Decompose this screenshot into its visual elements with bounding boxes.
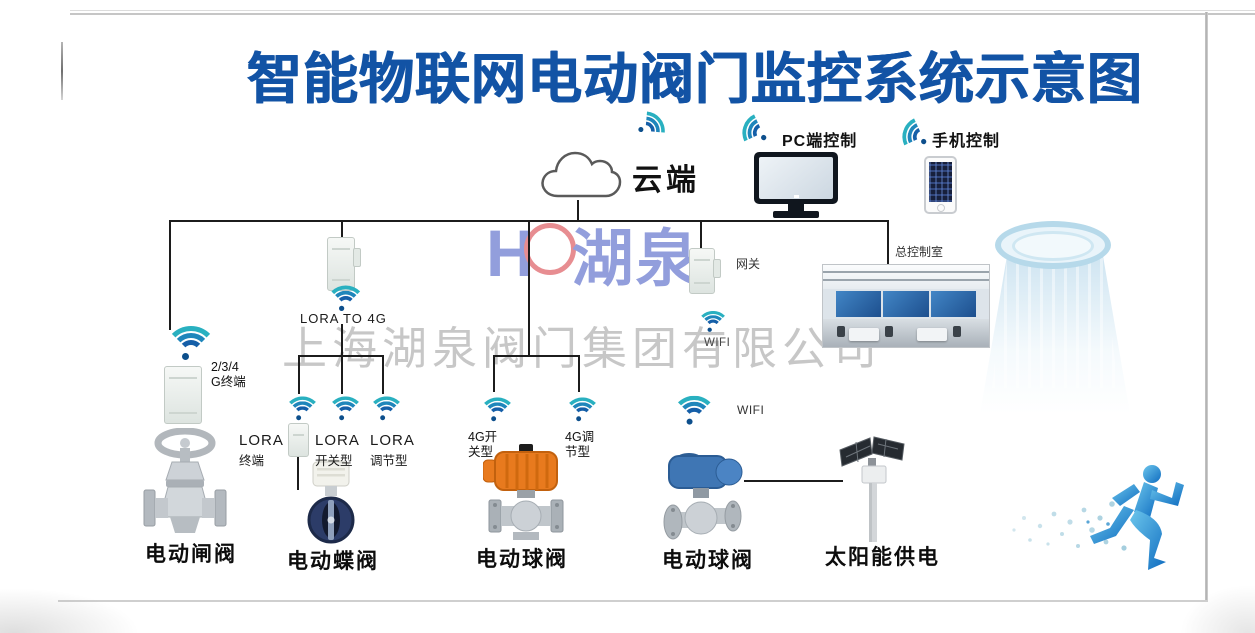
wifi-icon-lora-to-4g — [325, 285, 366, 313]
ball-valve-a-image — [483, 444, 564, 540]
gate-valve-label: 电动闸阀 — [145, 543, 237, 566]
scan-artifact-top-line — [70, 10, 1255, 11]
wifi-lower-label: WIFI — [737, 403, 765, 417]
g4-branch-line — [493, 355, 580, 357]
g4-switch-line2: 关型 — [468, 445, 494, 460]
g4-regulator-label: 4G调 节型 — [565, 430, 594, 461]
lora-terminal-label: LORA 终端 — [239, 431, 284, 470]
wifi-icon-lower — [671, 395, 718, 427]
terminal-234g-device — [164, 366, 202, 424]
swirl-ring-inner-decoration — [1012, 231, 1094, 261]
lora-regulator-line2: 调节型 — [370, 453, 408, 468]
ball-valve-b-image — [663, 453, 743, 540]
scan-artifact-left-tick — [61, 42, 63, 100]
wifi-icon-lora-switch — [326, 396, 365, 421]
lora-drop-line — [341, 220, 343, 240]
wifi-icon-phone — [896, 110, 949, 163]
lora-branch-drop3 — [382, 356, 384, 394]
left-drop-line — [169, 220, 171, 330]
cloud-icon — [541, 151, 622, 198]
cloud-label: 云端 — [632, 164, 700, 197]
ball-valve-a-label: 电动球阀 — [476, 548, 568, 571]
lora-to-4g-device — [327, 237, 361, 291]
solar-label: 太阳能供电 — [825, 546, 940, 569]
swirl-cone-decoration — [980, 256, 1130, 414]
lora-branch-drop2 — [341, 356, 343, 394]
solar-link-line — [744, 480, 843, 482]
wifi-icon-gateway — [696, 310, 730, 333]
scan-artifact-right-edge — [1205, 12, 1208, 602]
scan-artifact-bottom-edge — [58, 600, 1208, 602]
wifi-icon-4g-switch — [478, 397, 517, 422]
control-room-drop-line — [887, 220, 889, 266]
control-room-photo — [822, 264, 990, 348]
scan-artifact-top-line2 — [70, 13, 1255, 15]
lora-branch-drop1 — [298, 356, 300, 394]
lora-terminal-device — [288, 423, 309, 457]
logo-cn: 湖泉 — [571, 225, 700, 294]
butterfly-valve-label: 电动蝶阀 — [287, 550, 379, 573]
wifi-icon-lora-regulator — [367, 396, 406, 421]
cloud-stem-line — [577, 200, 579, 221]
terminal-234g-label: 2/3/4 G终端 — [211, 360, 246, 391]
g4-stem-line — [528, 220, 530, 356]
phone-label: 手机控制 — [932, 133, 1001, 150]
g4-branch-drop2 — [578, 356, 580, 392]
lora-terminal-line1: LORA — [239, 432, 284, 449]
diagram-title: 智能物联网电动阀门监控系统示意图 — [246, 48, 1143, 110]
logo-ring-icon — [523, 223, 576, 275]
gateway-device — [689, 248, 721, 294]
lora-to-4g-label: LORA TO 4G — [300, 311, 387, 326]
swirl-streaks-decoration — [992, 258, 1118, 388]
lora-stem-line — [341, 324, 343, 356]
g4-branch-drop1 — [493, 356, 495, 392]
gateway-drop-line — [700, 220, 702, 250]
lora-terminal-line2: 终端 — [239, 453, 265, 468]
phone-icon — [924, 156, 957, 214]
g4-regulator-line1: 4G调 — [565, 430, 595, 444]
solar-panel-image — [839, 436, 905, 542]
lora-switch-line1: LORA — [315, 432, 360, 449]
wifi-icon-4g-regulator — [563, 397, 602, 422]
ball-valve-b-label: 电动球阀 — [662, 549, 754, 572]
wifi-icon-pc — [736, 106, 789, 159]
lora-regulator-line1: LORA — [370, 432, 415, 449]
lora-switch-label: LORA 开关型 — [315, 431, 360, 470]
wifi-icon-lora-terminal — [283, 396, 322, 421]
gate-valve-image — [143, 428, 227, 533]
wifi-upper-label: WIFI — [704, 337, 731, 349]
terminal-234g-line2: G终端 — [211, 375, 246, 390]
pc-label: PC端控制 — [782, 133, 858, 150]
wifi-icon-234g — [164, 326, 218, 362]
control-room-label: 总控制室 — [895, 245, 944, 259]
g4-switch-label: 4G开 关型 — [468, 430, 497, 461]
scan-artifact-corner-smudge-right — [1180, 585, 1255, 633]
gateway-label: 网关 — [736, 257, 761, 271]
lora-terminal-drop-line — [297, 455, 299, 490]
pc-monitor-icon — [754, 152, 838, 218]
terminal-234g-line1: 2/3/4 — [211, 360, 239, 374]
g4-regulator-line2: 节型 — [565, 445, 591, 460]
g4-switch-line1: 4G开 — [468, 430, 498, 444]
lora-switch-line2: 开关型 — [315, 453, 353, 468]
scan-artifact-corner-smudge — [0, 588, 140, 633]
lora-regulator-label: LORA 调节型 — [370, 431, 415, 470]
runner-decoration — [1012, 465, 1184, 570]
butterfly-valve-image — [307, 459, 355, 544]
